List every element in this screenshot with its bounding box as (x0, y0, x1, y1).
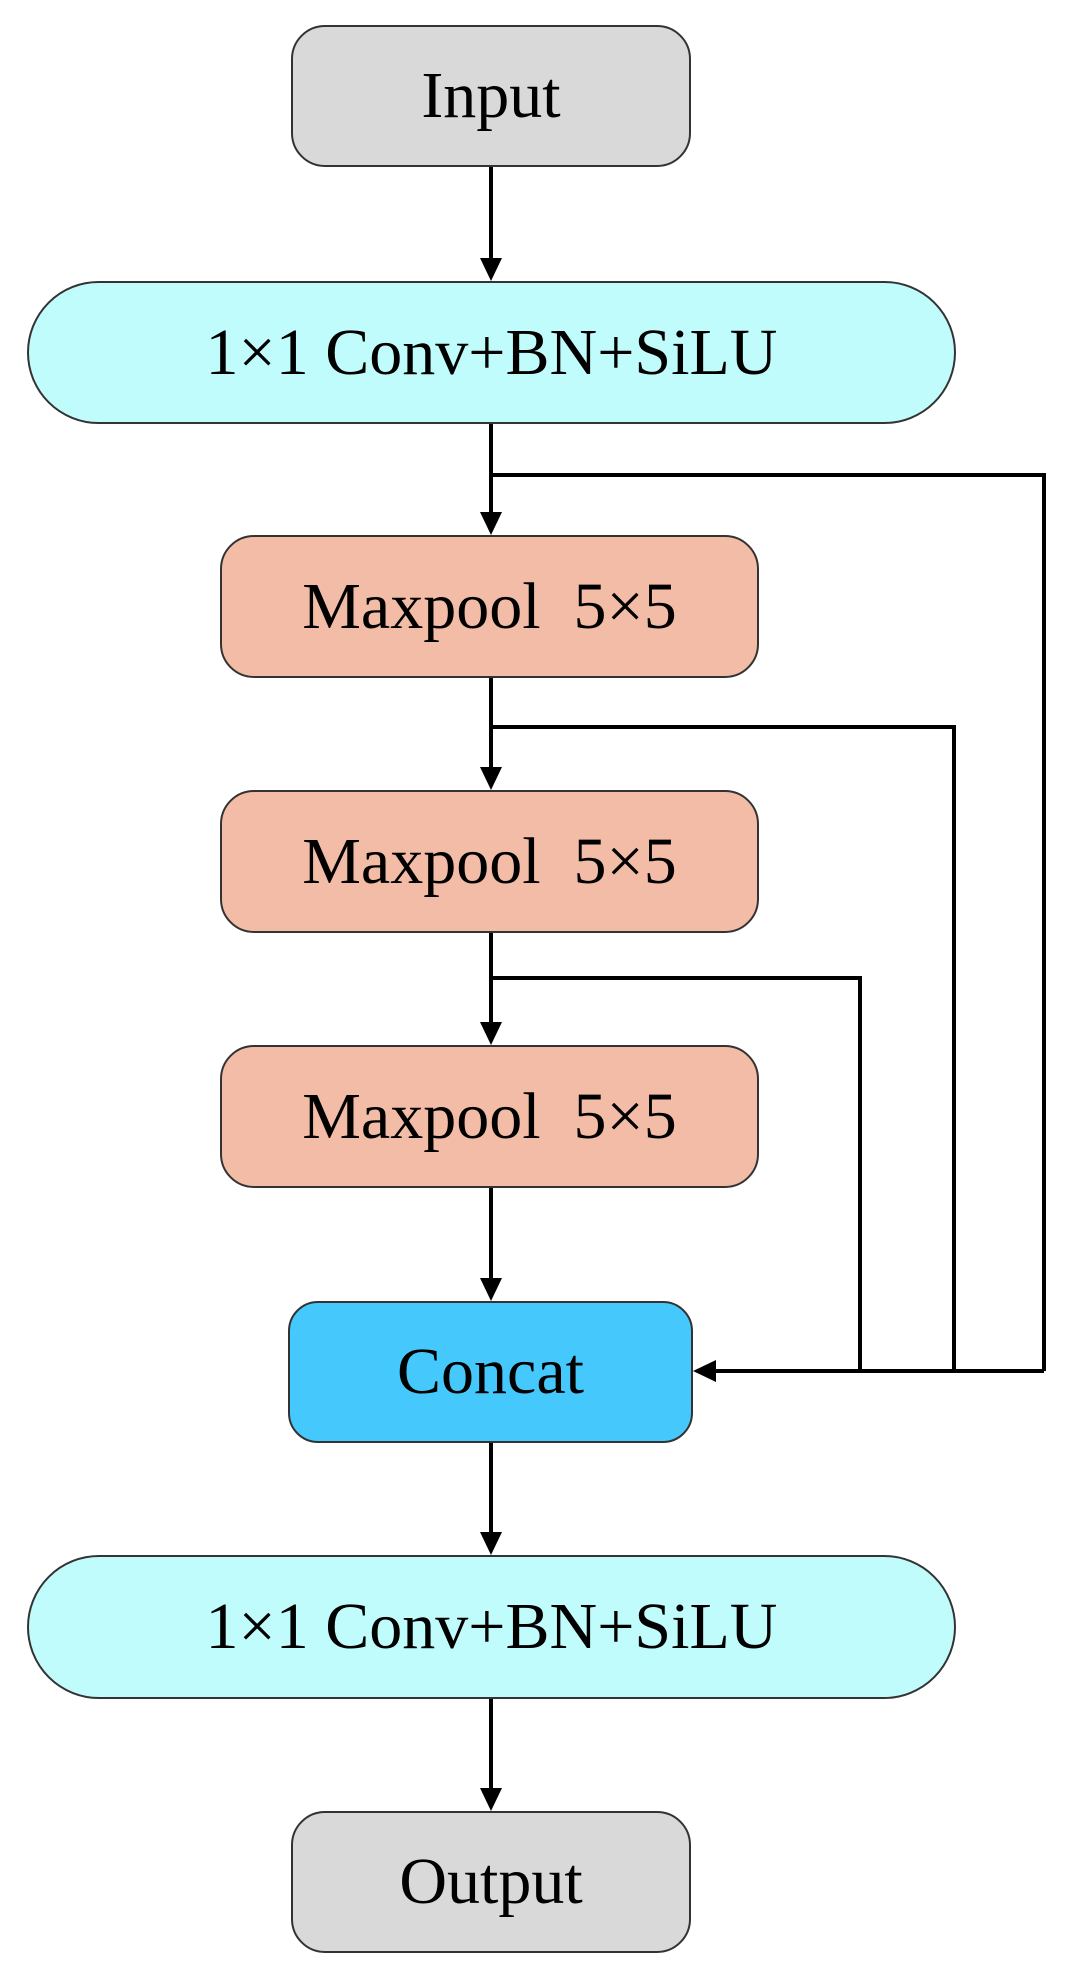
arrowhead-conv1 (480, 258, 502, 281)
output-node: Output (291, 1811, 691, 1953)
maxpool-node-2: Maxpool 5×5 (220, 790, 759, 933)
conv-bn-silu-node-top: 1×1 Conv+BN+SiLU (27, 281, 956, 424)
conv-bn-silu-label-bottom: 1×1 Conv+BN+SiLU (205, 1590, 778, 1663)
arrowhead-maxpool3 (480, 1022, 502, 1045)
arrowhead-maxpool1 (480, 512, 502, 535)
maxpool-node-3: Maxpool 5×5 (220, 1045, 759, 1188)
maxpool-label-3: Maxpool 5×5 (302, 1079, 677, 1153)
arrowhead-maxpool2 (480, 767, 502, 790)
skip-maxpool2-to-concat (491, 976, 862, 1371)
skip-conv1-to-concat (491, 473, 1046, 1371)
input-label: Input (421, 59, 561, 132)
maxpool-label-2: Maxpool 5×5 (302, 824, 677, 898)
output-label: Output (399, 1845, 583, 1918)
conv-bn-silu-node-bottom: 1×1 Conv+BN+SiLU (27, 1555, 956, 1699)
maxpool-label-1: Maxpool 5×5 (302, 569, 677, 643)
input-node: Input (291, 25, 691, 167)
concat-node: Concat (288, 1301, 693, 1443)
arrowhead-concat-top (480, 1278, 502, 1301)
arrowhead-concat-side (693, 1360, 716, 1382)
maxpool-node-1: Maxpool 5×5 (220, 535, 759, 678)
concat-label: Concat (397, 1335, 584, 1408)
arrowhead-output (480, 1788, 502, 1811)
conv-bn-silu-label-top: 1×1 Conv+BN+SiLU (205, 315, 778, 389)
skip-maxpool1-to-concat (491, 725, 956, 1371)
arrowhead-conv2 (480, 1532, 502, 1555)
